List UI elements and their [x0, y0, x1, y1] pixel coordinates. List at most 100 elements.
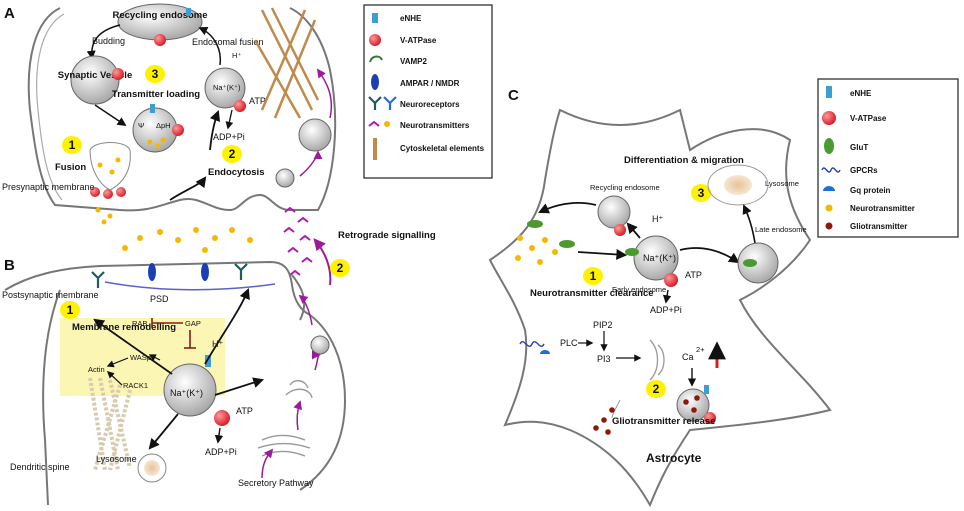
step1-number-a: 1: [69, 138, 76, 152]
recycling-endosome-label-c: Recycling endosome: [590, 183, 660, 192]
step3-badge: [145, 65, 165, 83]
legend-ab-item-1: V-ATPase: [400, 36, 437, 45]
step2-number-a: 2: [229, 147, 236, 161]
h-plus-label-c: H⁺: [652, 214, 663, 224]
neuroreceptor-icon: [234, 263, 248, 280]
adp-pi-label-c: ADP+Pi: [650, 305, 682, 315]
early-endosome-label: Early endosome: [612, 285, 666, 294]
pip2-label: PIP2: [593, 320, 613, 330]
neurotransmitter-clearance-label: Neurotransmitter clearance: [530, 288, 654, 299]
step2-badge-c: [646, 380, 666, 398]
legend-ab: eNHE V-ATPase VAMP2 AMPAR / NMDR Neurore…: [363, 4, 493, 179]
enhe-icon: [372, 13, 378, 23]
panel-c-letter: C: [508, 87, 519, 104]
neuroreceptor-icon: [368, 96, 382, 110]
astrocyte-outline: [488, 108, 832, 508]
atp-label-c: ATP: [685, 270, 702, 280]
vatpase-icon: [172, 124, 184, 136]
secretory-pathway-label: Secretory Pathway: [238, 478, 314, 488]
gliotransmitter-vesicle: [676, 388, 710, 422]
svg-text:Recycling endosome: Recycling endosome: [112, 10, 207, 21]
vamp2-icon: [369, 55, 383, 63]
step2-number-b: 2: [337, 261, 344, 275]
lysosome-b: [137, 453, 167, 483]
plc-label: PLC: [560, 338, 578, 348]
gpcr-icon: [519, 341, 545, 347]
ampar-nmdr-icon: [148, 263, 156, 281]
neurotransmitter-icon: [368, 120, 380, 127]
vatpase-icon: [234, 100, 246, 112]
legend-ab-item-2: VAMP2: [400, 57, 428, 66]
legend-c-item-3: GPCRs: [850, 166, 878, 175]
recycling-endosome-label: Recycling endosome: [112, 10, 207, 21]
panel-b-letter: B: [4, 257, 15, 274]
early-endosome-c: [633, 235, 679, 281]
vatpase-icon: [822, 111, 836, 125]
endocytosis-label: Endocytosis: [208, 167, 265, 178]
cytoskeleton-icon: [373, 138, 377, 160]
pi3-label: PI3: [597, 354, 611, 364]
loading-vesicle: [132, 107, 178, 153]
lysosome-label-c: Lysosome: [765, 179, 799, 188]
vatpase-icon: [369, 34, 381, 46]
psd: [104, 281, 276, 291]
retrograde-label: Retrograde signalling: [338, 230, 436, 241]
gap-label: GAP: [185, 319, 201, 328]
panel-a-letter: A: [4, 5, 15, 22]
legend-ab-item-6: Cytoskeletal elements: [400, 144, 485, 153]
h-plus-label-a: H⁺: [232, 51, 241, 60]
late-endosome: [737, 242, 779, 284]
postsynaptic-spine-outline: [4, 260, 347, 506]
adp-pi-label-a: ADP+Pi: [213, 132, 245, 142]
atp-label-b: ATP: [236, 406, 253, 416]
gluT-icon: [527, 220, 543, 228]
actin-label: Actin: [88, 365, 105, 374]
gq-protein-icon: [823, 186, 835, 191]
na-k-label-b: Na⁺(K⁺): [170, 388, 203, 398]
vatpase-icon: [154, 34, 166, 46]
psd-label: PSD: [150, 294, 169, 304]
synaptic-vesicle-label: Synaptic Vesicle: [58, 70, 132, 81]
rack1-label: RACK1: [123, 381, 148, 390]
legend-c-item-4: Gq protein: [850, 186, 891, 195]
neurotransmitter-icon: [825, 204, 833, 212]
wasp-label: WASp: [130, 353, 151, 362]
step2-badge-a: [222, 145, 242, 163]
postsynaptic-membrane-label: Postsynaptic membrane: [2, 290, 99, 300]
step1-number-b: 1: [67, 303, 74, 317]
vatpase-icon: [112, 68, 124, 80]
vatpase-icon: [664, 273, 678, 287]
legend-c-item-2: GluT: [850, 143, 868, 152]
presynaptic-membrane-label: Presynaptic membrane: [2, 182, 95, 192]
legend-c-item-5: Neurotransmitter: [850, 204, 915, 213]
astrocyte-label: Astrocyte: [646, 451, 702, 465]
gluT-icon: [559, 240, 575, 248]
recycling-endosome-c: [597, 195, 631, 229]
differentiation-label: Differentiation & migration: [624, 155, 744, 166]
panel-c: C Differentiation & migration 3 Recyclin…: [488, 87, 832, 508]
fusing-vesicle: [89, 142, 131, 191]
enhe-icon: [150, 104, 155, 113]
legend-ab-item-0: eNHE: [400, 14, 422, 23]
golgi-stack: [257, 380, 313, 457]
synaptic-cleft: [122, 206, 313, 276]
endosome-b: [163, 363, 217, 417]
step3-number: 3: [152, 67, 159, 81]
legend-c-item-6: Gliotransmitter: [850, 222, 907, 231]
receptor-vesicle: [298, 118, 332, 152]
legend-c-item-1: V-ATPase: [850, 114, 887, 123]
gq-protein-icon: [540, 350, 550, 354]
psi-label: Ψ: [138, 121, 144, 130]
actin-filaments: [88, 377, 132, 471]
budding-label: Budding: [92, 36, 125, 46]
ampar-nmdr-icon: [201, 263, 209, 281]
panel-b: B Retrograde signalling 2 Postsynaptic m…: [2, 230, 436, 506]
gliotransmitter-icon: [825, 222, 833, 230]
ca-label: Ca: [682, 352, 694, 362]
panel-a: A Recycling endosome Budding Endosomal f…: [2, 3, 337, 225]
enhe-icon: [826, 86, 832, 98]
dendritic-spine-label: Dendritic spine: [10, 462, 70, 472]
gluT-icon: [824, 138, 834, 154]
step3-badge-c: [691, 184, 711, 202]
